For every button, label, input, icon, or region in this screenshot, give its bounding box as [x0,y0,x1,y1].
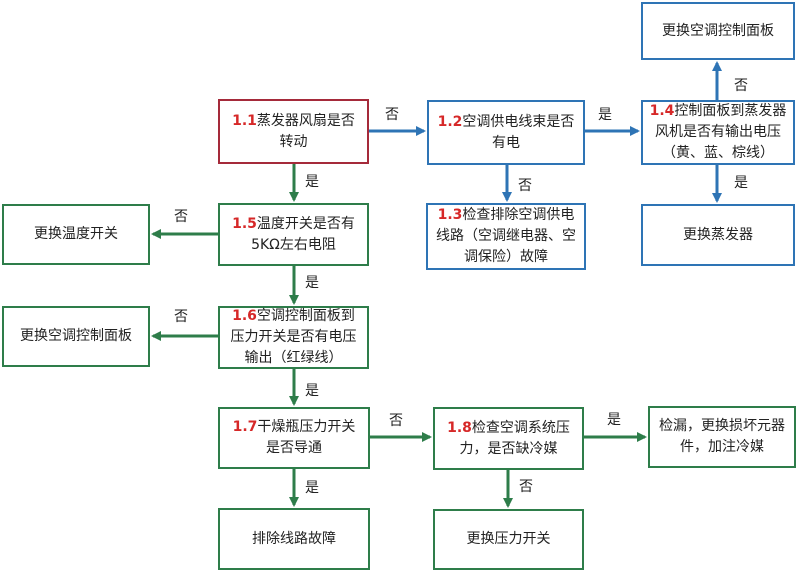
step-number: 1.7 [232,419,258,435]
edge-label-14-bottom: 是 [734,175,748,191]
step-text: 排除线路故障 [252,530,336,547]
step-text: 温度开关是否有5KΩ左右电阻 [251,215,355,253]
edge-label-15-left: 否 [174,209,188,225]
step-1-7: 1.7干燥瓶压力开关是否导通 [218,407,370,469]
edge-label-12-13: 否 [518,178,532,194]
step-text: 更换空调控制面板 [20,328,132,344]
step-1-2: 1.2空调供电线束是否有电 [427,100,585,165]
replace-evaporator: 更换蒸发器 [641,204,795,266]
replace-temperature-switch: 更换温度开关 [2,204,150,265]
step-text: 更换蒸发器 [683,226,753,243]
fix-wiring-fault: 排除线路故障 [218,508,370,570]
leak-check-recharge: 检漏，更换损坏元器件，加注冷媒 [648,406,796,468]
step-1-3: 1.3检查排除空调供电线路（空调继电器、空调保险）故障 [426,203,586,270]
edge-label-11-12: 否 [385,107,399,123]
replace-pressure-switch: 更换压力开关 [433,509,584,570]
step-number: 1.5 [232,215,257,232]
step-number: 1.3 [437,207,463,223]
step-text: 检漏，更换损坏元器件，加注冷媒 [659,418,785,455]
step-text: 更换压力开关 [466,531,551,547]
edge-label-11-15: 是 [305,174,319,190]
step-text: 空调控制面板到压力开关是否有电压输出（红绿线） [230,308,357,366]
edge-label-18-right: 是 [607,412,621,428]
step-text: 更换温度开关 [34,226,118,242]
edge-label-15-16: 是 [305,275,319,291]
step-text: 检查空调系统压力，是否缺冷媒 [459,419,570,457]
edge-label-16-17: 是 [305,383,319,399]
step-1-1: 1.1蒸发器风扇是否转动 [218,99,369,164]
step-number: 1.2 [437,113,463,130]
step-1-5: 1.5温度开关是否有5KΩ左右电阻 [218,203,369,266]
edge-label-18-down: 否 [519,479,533,495]
step-text: 更换空调控制面板 [662,22,774,39]
replace-control-panel-top: 更换空调控制面板 [641,2,795,60]
edge-label-17-18: 否 [389,413,403,429]
step-number: 1.1 [232,112,257,129]
step-text: 蒸发器风扇是否转动 [256,112,355,150]
edge-label-17-down: 是 [305,480,319,496]
step-1-8: 1.8检查空调系统压力，是否缺冷媒 [433,407,584,470]
step-number: 1.4 [649,103,675,119]
replace-control-panel-left: 更换空调控制面板 [2,306,150,367]
step-1-6: 1.6空调控制面板到压力开关是否有电压输出（红绿线） [218,306,369,369]
edge-label-12-14: 是 [598,107,612,123]
step-text: 干燥瓶压力开关是否导通 [257,419,356,456]
step-text: 控制面板到蒸发器风机是否有输出电压（黄、蓝、棕线） [655,103,787,161]
edge-label-14-top: 否 [734,78,748,94]
step-1-4: 1.4控制面板到蒸发器风机是否有输出电压（黄、蓝、棕线） [641,100,795,165]
step-text: 空调供电线束是否有电 [462,113,575,151]
step-number: 1.8 [447,419,472,436]
step-text: 检查排除空调供电线路（空调继电器、空调保险）故障 [436,207,576,265]
step-number: 1.6 [232,308,257,324]
edge-label-16-left: 否 [174,309,188,325]
